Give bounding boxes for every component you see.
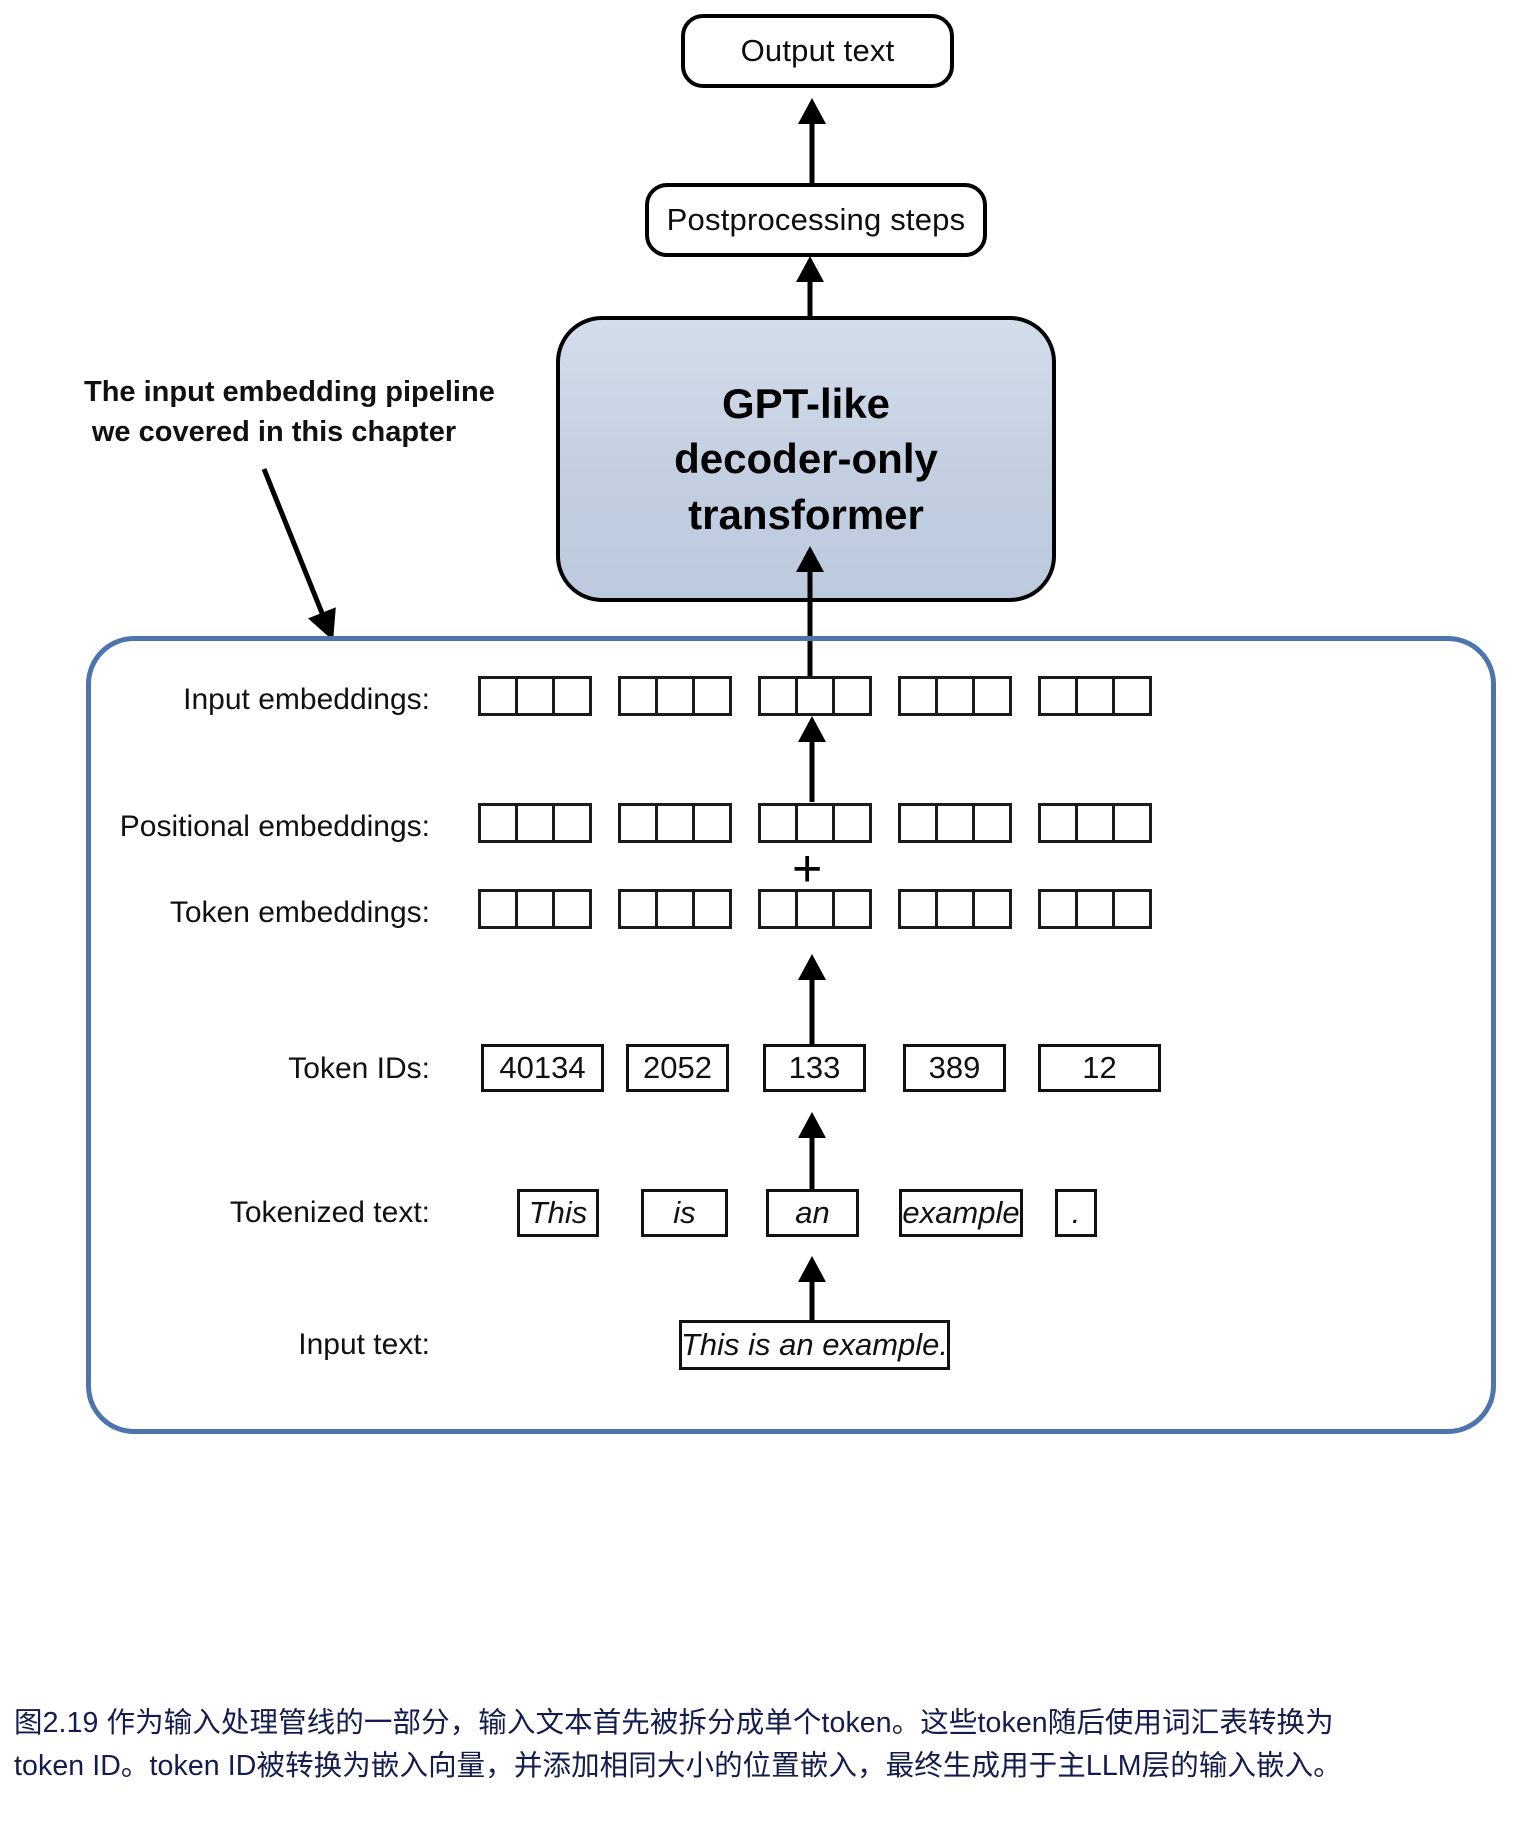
postprocessing-label: Postprocessing steps [666, 202, 966, 237]
embedding-cell [1075, 676, 1115, 716]
tokenized-text-box-1: This [517, 1189, 599, 1237]
embedding-cell [758, 803, 798, 843]
embedding-cell [692, 676, 732, 716]
token-embeddings-group-1 [478, 889, 592, 929]
caption-line-1: 图2.19 作为输入处理管线的一部分，输入文本首先被拆分成单个token。这些t… [14, 1707, 1334, 1739]
tokenized-text-box-2: is [641, 1189, 728, 1237]
embedding-cell [832, 889, 872, 929]
postprocessing-steps-box: Postprocessing steps [645, 183, 987, 257]
embedding-cell [1075, 803, 1115, 843]
row-label-token-ids: Token IDs: [288, 1052, 430, 1085]
embedding-cell [655, 676, 695, 716]
tokenized-text-box-3: an [766, 1189, 859, 1237]
transformer-line-2: decoder-only [674, 435, 938, 483]
output-text-box: Output text [681, 14, 954, 88]
tokenized-text-box-4: example [899, 1189, 1023, 1237]
token-embeddings-group-4 [898, 889, 1012, 929]
embedding-cell [552, 889, 592, 929]
row-label-tokenized-text: Tokenized text: [229, 1196, 430, 1229]
embedding-cell [1075, 889, 1115, 929]
token-embeddings-group-3 [758, 889, 872, 929]
embedding-cell [552, 803, 592, 843]
pipeline-annotation: The input embedding pipeline we covered … [84, 372, 495, 452]
embedding-cell [1112, 889, 1152, 929]
embedding-cell [758, 676, 798, 716]
embedding-cell [618, 803, 658, 843]
positional-embeddings-group-5 [1038, 803, 1152, 843]
figure-caption: 图2.19 作为输入处理管线的一部分，输入文本首先被拆分成单个token。这些t… [14, 1702, 1504, 1789]
embedding-cell [832, 803, 872, 843]
annotation-line-2: we covered in this chapter [91, 416, 457, 449]
embedding-cell [972, 889, 1012, 929]
positional-embeddings-group-2 [618, 803, 732, 843]
embedding-cell [898, 803, 938, 843]
embedding-cell [935, 803, 975, 843]
embedding-cell [692, 889, 732, 929]
embedding-cell [1112, 803, 1152, 843]
embedding-cell [935, 889, 975, 929]
embedding-cell [1112, 676, 1152, 716]
positional-embeddings-group-4 [898, 803, 1012, 843]
embedding-cell [655, 803, 695, 843]
embedding-cell [618, 676, 658, 716]
token-embeddings-group-2 [618, 889, 732, 929]
output-text-label: Output text [740, 33, 895, 68]
embedding-cell [972, 803, 1012, 843]
token-id-box-2: 2052 [626, 1044, 729, 1092]
row-label-token-embeddings: Token embeddings: [169, 896, 430, 929]
embedding-cell [552, 676, 592, 716]
embedding-cell [1038, 803, 1078, 843]
embedding-cell [795, 889, 835, 929]
embedding-cell [692, 803, 732, 843]
annotation-line-1: The input embedding pipeline [84, 376, 495, 408]
embedding-cell [515, 889, 555, 929]
sum-plus-symbol: + [792, 840, 823, 898]
embedding-cell [795, 676, 835, 716]
positional-embeddings-group-3 [758, 803, 872, 843]
embedding-cell [795, 803, 835, 843]
embedding-cell [898, 889, 938, 929]
embedding-cell [478, 803, 518, 843]
embedding-cell [478, 889, 518, 929]
tokenized-text-box-5: . [1055, 1189, 1097, 1237]
token-id-box-1: 40134 [481, 1044, 604, 1092]
input-embeddings-group-3 [758, 676, 872, 716]
embedding-cell [935, 676, 975, 716]
transformer-line-3: transformer [688, 490, 924, 538]
row-label-input-text: Input text: [298, 1328, 430, 1361]
annotation-arrow-icon [261, 468, 336, 641]
token-id-box-3: 133 [763, 1044, 866, 1092]
embedding-cell [1038, 889, 1078, 929]
input-embeddings-group-1 [478, 676, 592, 716]
embedding-cell [515, 803, 555, 843]
embedding-cell [618, 889, 658, 929]
caption-line-2: token ID。token ID被转换为嵌入向量，并添加相同大小的位置嵌入，最… [14, 1750, 1342, 1783]
embedding-cell [1038, 676, 1078, 716]
token-id-box-4: 389 [903, 1044, 1006, 1092]
input-pipeline-container [86, 636, 1496, 1434]
transformer-line-1: GPT-like [721, 379, 891, 427]
row-label-positional-embeddings: Positional embeddings: [119, 810, 430, 843]
input-embeddings-group-5 [1038, 676, 1152, 716]
input-embeddings-group-4 [898, 676, 1012, 716]
token-embeddings-group-5 [1038, 889, 1152, 929]
positional-embeddings-group-1 [478, 803, 592, 843]
input-embeddings-group-2 [618, 676, 732, 716]
embedding-cell [898, 676, 938, 716]
embedding-cell [832, 676, 872, 716]
embedding-cell [972, 676, 1012, 716]
embedding-cell [758, 889, 798, 929]
embedding-cell [655, 889, 695, 929]
embedding-cell [478, 676, 518, 716]
row-label-input-embeddings: Input embeddings: [183, 683, 430, 716]
embedding-cell [515, 676, 555, 716]
token-id-box-5: 12 [1038, 1044, 1161, 1092]
input-text-box: This is an example. [679, 1320, 950, 1370]
